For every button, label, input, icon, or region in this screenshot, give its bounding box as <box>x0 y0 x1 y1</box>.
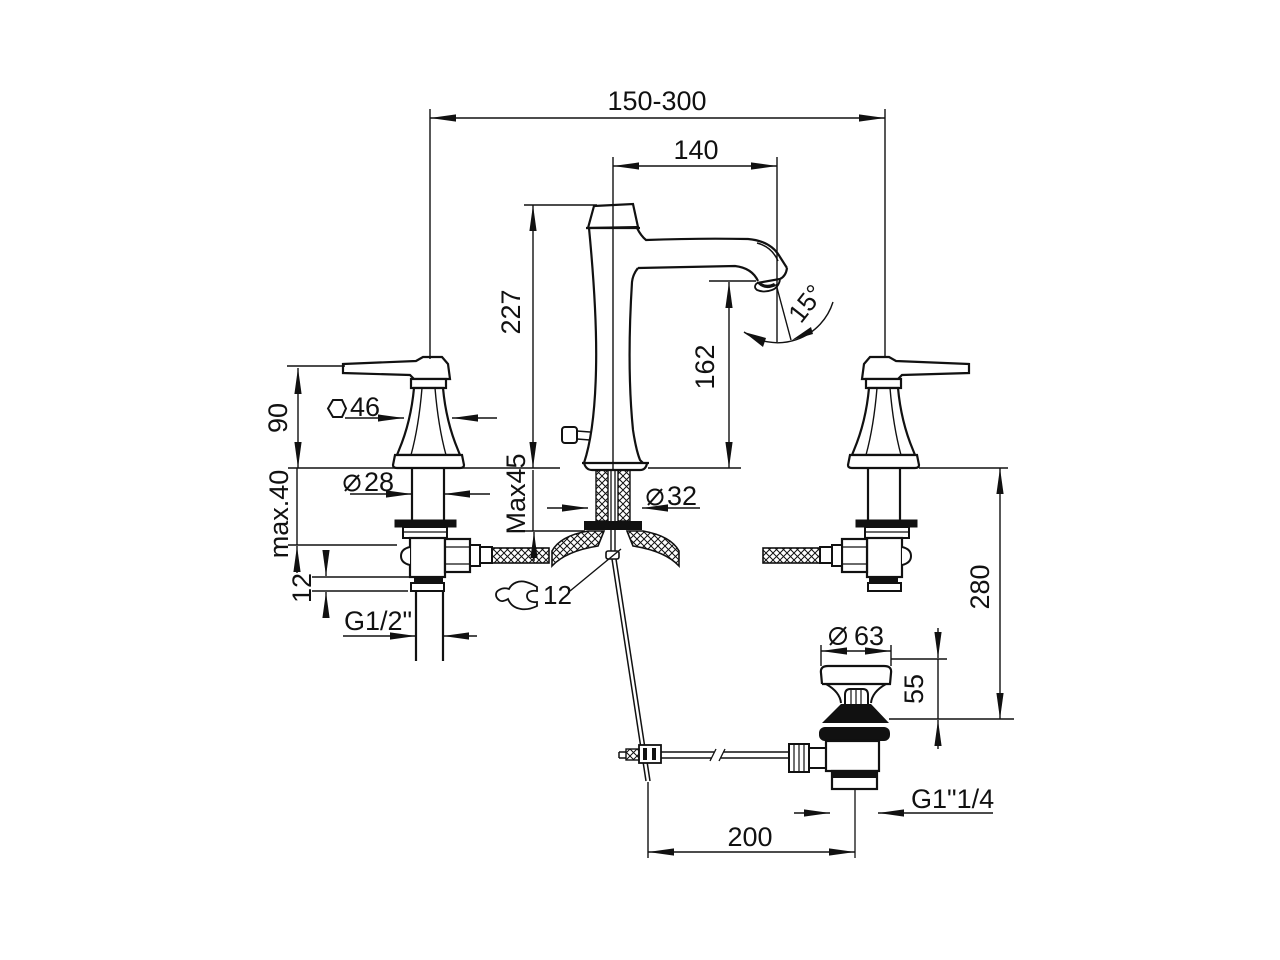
label-max-deck-body: Max45 <box>501 453 531 534</box>
label-body-diameter: 32 <box>667 481 697 511</box>
left-handle-unit <box>341 355 551 661</box>
dim-body-height <box>524 204 597 468</box>
dim-max-deck-handle <box>288 468 397 573</box>
rod-clevis <box>638 744 662 764</box>
dim-spout-reach <box>612 157 778 470</box>
dimensions <box>287 109 1014 858</box>
label-rod-offset: 200 <box>727 822 772 852</box>
diameter-symbol-icon <box>829 626 847 646</box>
symbols <box>326 399 847 646</box>
label-spout-reach: 140 <box>673 135 718 165</box>
dim-spout-angle <box>743 283 834 347</box>
label-wrench-size: 12 <box>543 580 572 610</box>
dim-below-deck-drop <box>889 468 1014 720</box>
label-below-deck-drop: 280 <box>965 564 995 609</box>
label-hex-size: 46 <box>350 392 380 422</box>
label-inlet-thread: G1/2" <box>344 606 412 636</box>
dimension-labels: 150-300 140 227 162 15° 90 46 max.40 28 … <box>263 86 995 852</box>
wrench-icon <box>495 580 538 611</box>
hexagon-icon <box>326 399 348 418</box>
label-body-height: 227 <box>496 289 526 334</box>
label-waste-thread: G1"1/4 <box>911 784 994 814</box>
faucet-mounting <box>551 469 680 569</box>
label-outlet-height: 162 <box>690 344 720 389</box>
threaded-stud-right <box>617 469 631 522</box>
dim-overall-width <box>429 109 886 359</box>
label-overall-width: 150-300 <box>607 86 706 116</box>
cone-gasket <box>822 704 889 723</box>
label-waste-height: 55 <box>899 674 929 704</box>
pop-up-drain <box>788 664 893 858</box>
dim-waste-diameter <box>820 645 892 666</box>
pop-up-rod <box>611 558 789 782</box>
right-handle-unit <box>761 355 971 593</box>
supply-hose-right <box>625 530 680 569</box>
diameter-symbol-icon <box>343 474 361 492</box>
faucet-body <box>561 202 789 472</box>
label-max-deck-handle: max.40 <box>264 470 294 559</box>
diameter-symbol-icon <box>646 488 664 506</box>
mounting-plate <box>584 521 642 530</box>
label-waste-diameter: 63 <box>854 621 884 651</box>
dim-handle-height <box>287 365 345 468</box>
dim-waste-height <box>891 628 947 749</box>
label-shank-diameter: 28 <box>364 467 394 497</box>
label-handle-height: 90 <box>263 403 293 433</box>
dim-max-deck-body <box>524 470 585 561</box>
dim-outlet-height <box>709 280 756 468</box>
label-nipple-length: 12 <box>287 573 317 603</box>
dim-rod-offset <box>647 782 855 858</box>
flat-gasket <box>819 727 890 741</box>
wrench-leader-line <box>569 548 622 592</box>
supply-hose-left <box>551 530 606 569</box>
dim-nipple-length <box>312 550 410 618</box>
threaded-stud-left <box>595 469 609 522</box>
